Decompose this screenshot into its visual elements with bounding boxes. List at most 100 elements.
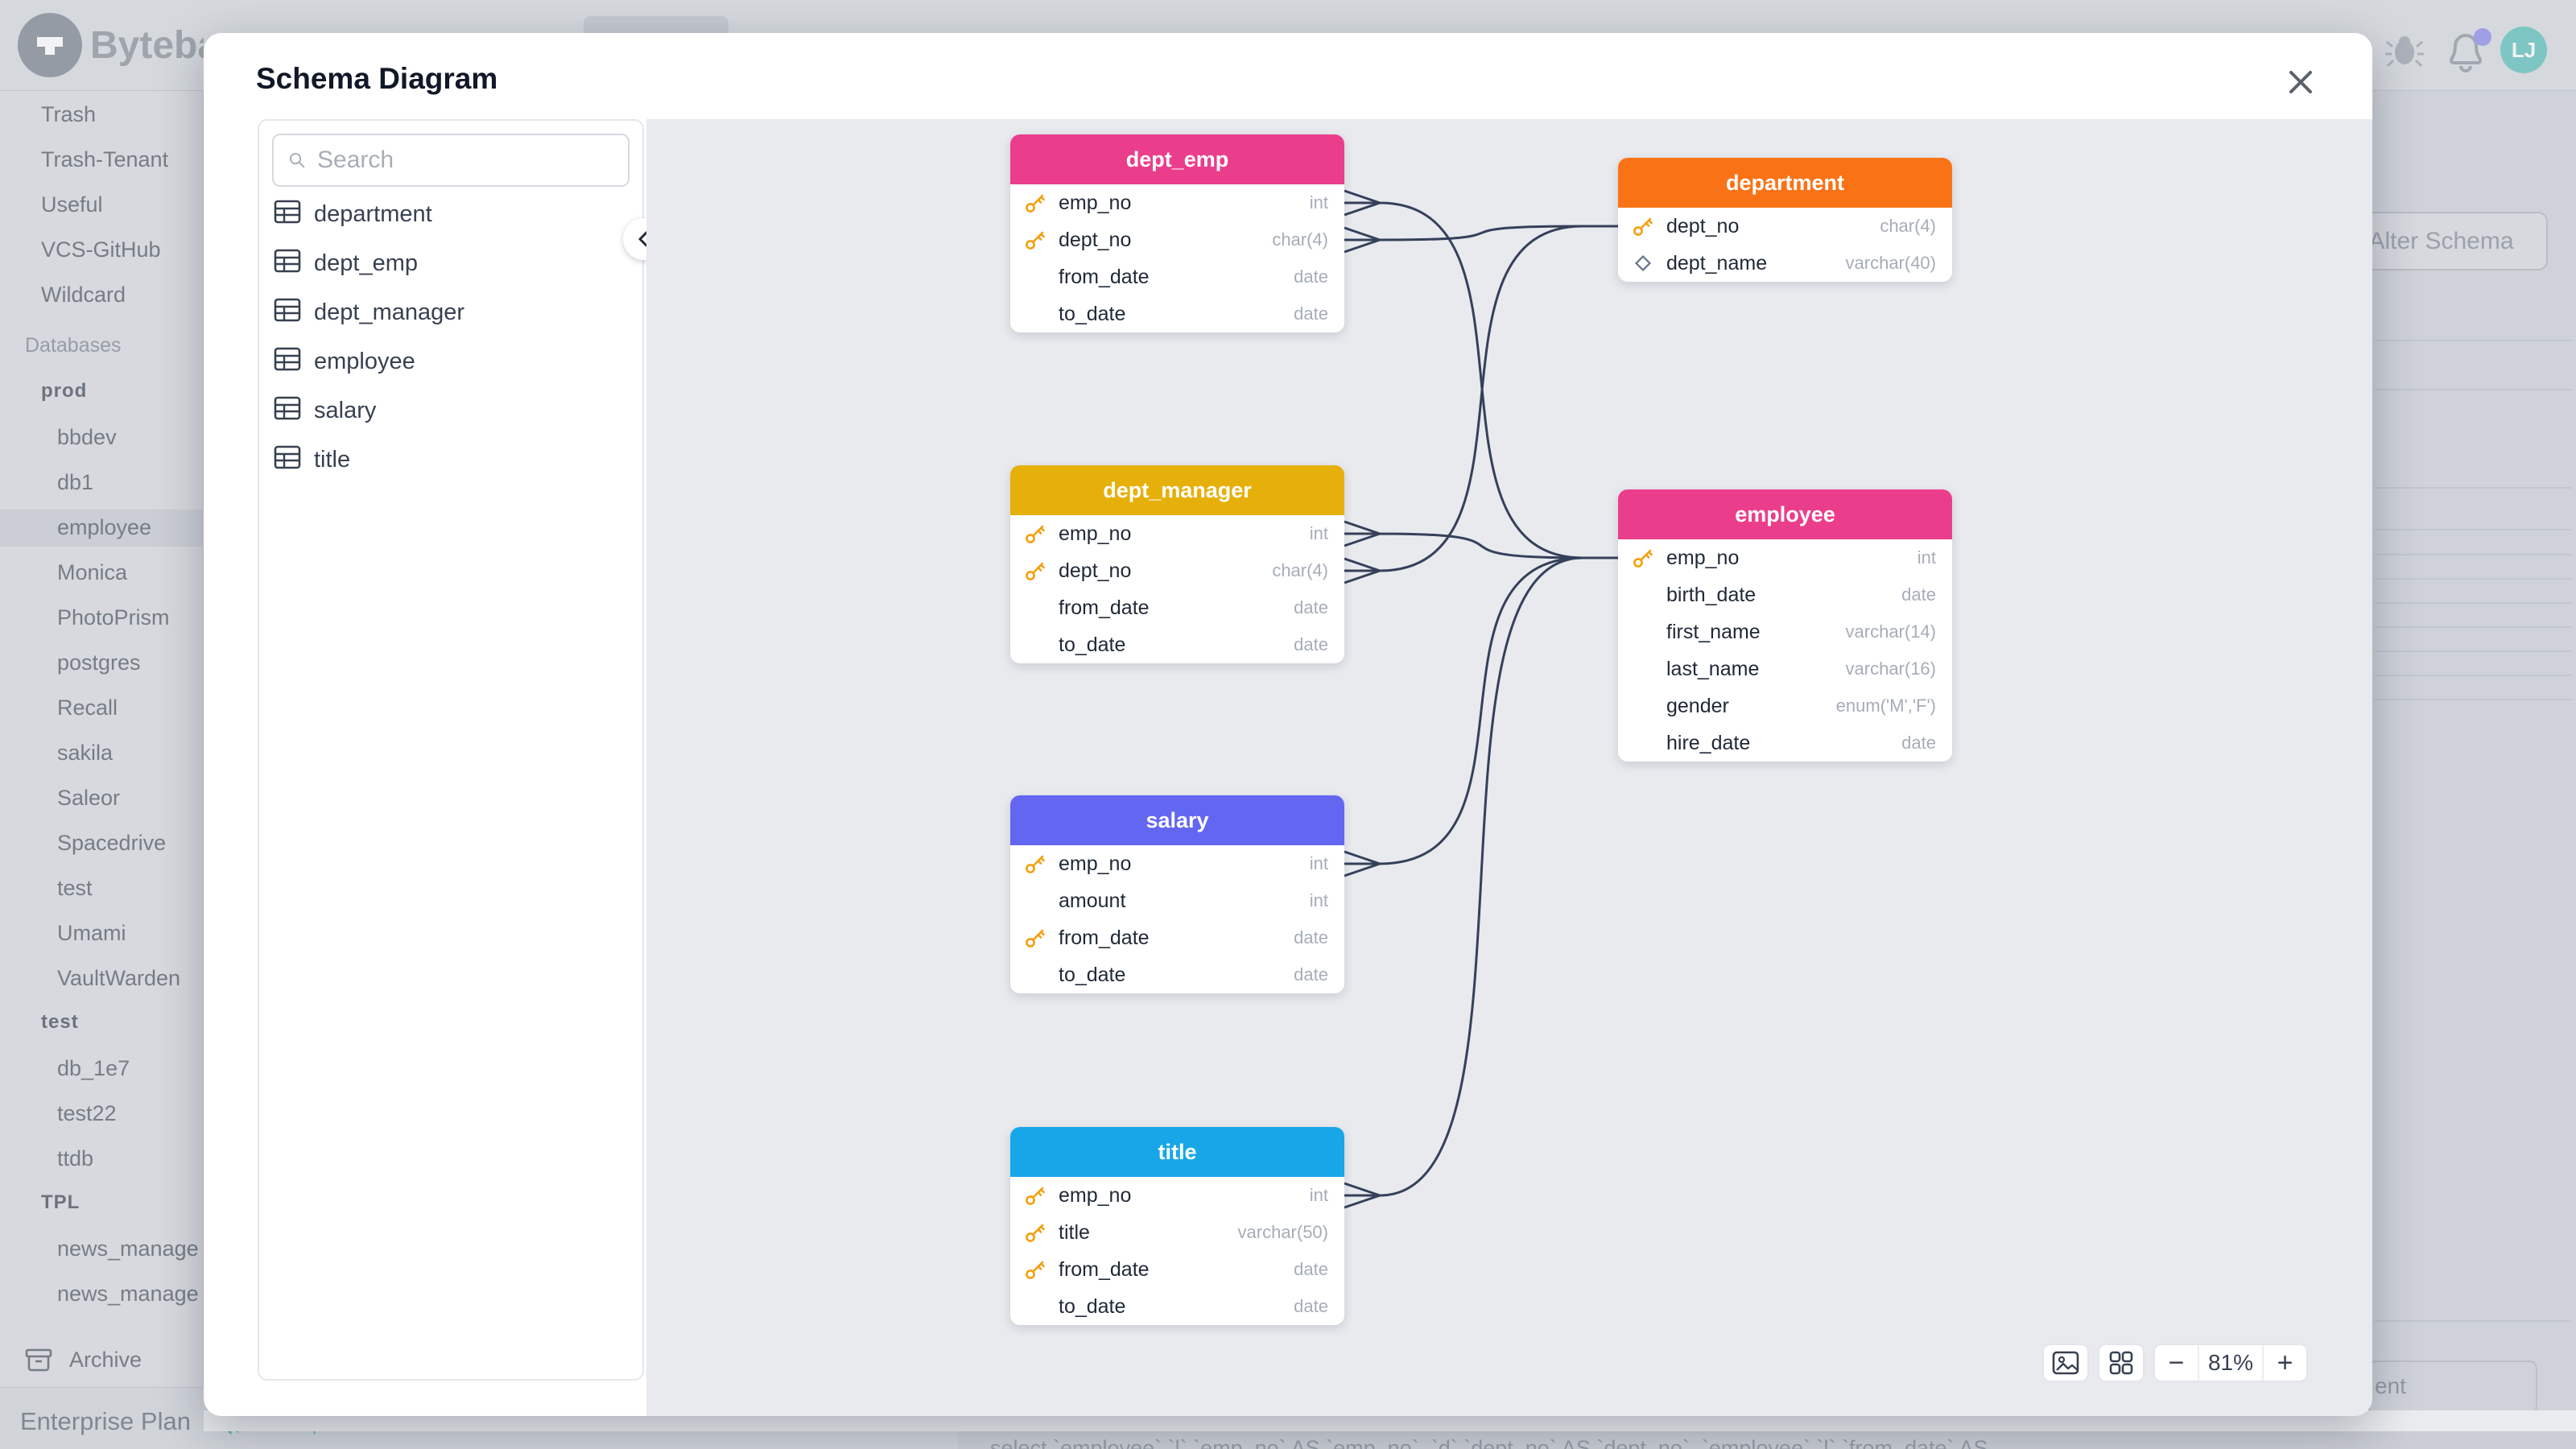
bug-icon[interactable]: [2384, 32, 2425, 69]
column-name: dept_name: [1666, 251, 1768, 275]
node-title: employee: [1618, 489, 1952, 539]
column-name: emp_no: [1666, 546, 1740, 569]
zoom-control: − 81% +: [2153, 1344, 2308, 1382]
sidebar-db-ttdb[interactable]: ttdb: [57, 1146, 94, 1170]
brand-title: Bytebase: [90, 24, 204, 67]
column-name: emp_no: [1059, 1183, 1132, 1207]
sidebar-db-news_manage[interactable]: news_manage: [57, 1282, 199, 1306]
sidebar-db-sakila[interactable]: sakila: [57, 741, 114, 765]
column-type: varchar(14): [1845, 621, 1936, 642]
sidebar-item-wildcard[interactable]: Wildcard: [41, 283, 126, 307]
grid-layout-icon: [2109, 1351, 2133, 1375]
auto-layout-button[interactable]: [2098, 1344, 2145, 1382]
search-box[interactable]: [272, 134, 630, 187]
table-list-item-salary[interactable]: salary: [259, 386, 642, 436]
sidebar-db-umami[interactable]: Umami: [57, 921, 126, 945]
sidebar-db-spacedrive[interactable]: Spacedrive: [57, 831, 167, 855]
sidebar-db-postgres[interactable]: postgres: [57, 650, 141, 675]
export-image-button[interactable]: [2042, 1344, 2089, 1382]
sidebar-db-photoprism[interactable]: PhotoPrism: [57, 605, 170, 630]
column-name: from_date: [1059, 265, 1150, 288]
background-row-divider: [2375, 487, 2572, 489]
column-name: to_date: [1059, 633, 1126, 656]
sidebar-db-vaultwarden[interactable]: VaultWarden: [57, 966, 181, 990]
close-icon[interactable]: [2281, 62, 2321, 102]
table-list-label: dept_manager: [314, 299, 465, 325]
sidebar-db-monica[interactable]: Monica: [57, 560, 128, 584]
column-spacer: [1631, 583, 1655, 607]
table-icon: [274, 249, 301, 279]
column-name: emp_no: [1059, 522, 1132, 545]
primary-key-icon: [1023, 559, 1047, 583]
search-input[interactable]: [317, 147, 628, 174]
column-name: dept_no: [1059, 559, 1132, 582]
table-icon: [274, 200, 301, 230]
sidebar-db-news_manage[interactable]: news_manage: [57, 1236, 199, 1261]
sidebar-db-test22[interactable]: test22: [57, 1101, 117, 1125]
table-icon: [274, 347, 301, 378]
sidebar-item-trash[interactable]: Trash: [41, 102, 97, 126]
table-list-item-employee[interactable]: employee: [259, 337, 642, 386]
sidebar-db-db1[interactable]: db1: [57, 470, 94, 494]
zoom-out-button[interactable]: −: [2168, 1347, 2185, 1378]
sidebar-item-trash-tenant[interactable]: Trash-Tenant: [41, 147, 169, 171]
primary-key-icon: [1023, 1257, 1047, 1282]
table-list-item-department[interactable]: department: [259, 190, 642, 239]
bell-icon[interactable]: [2441, 27, 2497, 77]
column-name: from_date: [1059, 596, 1150, 619]
column-type: date: [1294, 303, 1328, 324]
sidebar-db-db_1e7[interactable]: db_1e7: [57, 1056, 130, 1080]
node-title: salary: [1010, 795, 1344, 845]
column-type: int: [1309, 523, 1328, 543]
relation-line-dept_manager.emp_no-employee.emp_no: [1344, 520, 1618, 559]
primary-key-icon: [1023, 926, 1047, 950]
column-spacer: [1631, 620, 1655, 644]
column-name: dept_no: [1059, 228, 1132, 251]
background-row-divider: [2375, 602, 2572, 604]
sidebar-db-test[interactable]: test: [57, 876, 93, 900]
column-name: from_date: [1059, 1257, 1150, 1281]
sidebar-group-prod: prod: [41, 380, 88, 402]
column-name: emp_no: [1059, 191, 1132, 214]
column-name: amount: [1059, 889, 1126, 912]
column-spacer: [1023, 889, 1047, 913]
sidebar-item-useful[interactable]: Useful: [41, 192, 103, 217]
sql-preview-text: select `employee`.`l`.`emp_no` AS `emp_n…: [990, 1436, 1988, 1449]
modal-title: Schema Diagram: [256, 62, 498, 95]
sidebar-item-vcs-github[interactable]: VCS-GitHub: [41, 237, 161, 262]
column-type: date: [1901, 733, 1936, 753]
table-icon: [274, 445, 301, 476]
column-type: date: [1901, 584, 1936, 605]
column-type: date: [1294, 1259, 1328, 1279]
chevron-left-icon: [638, 231, 648, 247]
column-spacer: [1631, 731, 1655, 755]
column-spacer: [1023, 1294, 1047, 1319]
background-row-divider: [2375, 554, 2572, 555]
sidebar-db-recall[interactable]: Recall: [57, 696, 118, 720]
relation-line-title.emp_no-employee.emp_no: [1344, 556, 1618, 1209]
column-name: title: [1059, 1220, 1090, 1244]
column-name: to_date: [1059, 963, 1126, 986]
table-list-item-dept_manager[interactable]: dept_manager: [259, 288, 642, 337]
sidebar-db-employee[interactable]: employee: [57, 515, 152, 539]
table-list-item-title[interactable]: title: [259, 436, 642, 485]
zoom-in-button[interactable]: +: [2277, 1347, 2293, 1378]
user-avatar[interactable]: LJ: [2500, 27, 2547, 73]
sidebar-item-archive[interactable]: Archive: [69, 1348, 142, 1372]
table-list-item-dept_emp[interactable]: dept_emp: [259, 239, 642, 288]
sidebar-db-bbdev[interactable]: bbdev: [57, 425, 117, 449]
sidebar-db-saleor[interactable]: Saleor: [57, 786, 121, 810]
